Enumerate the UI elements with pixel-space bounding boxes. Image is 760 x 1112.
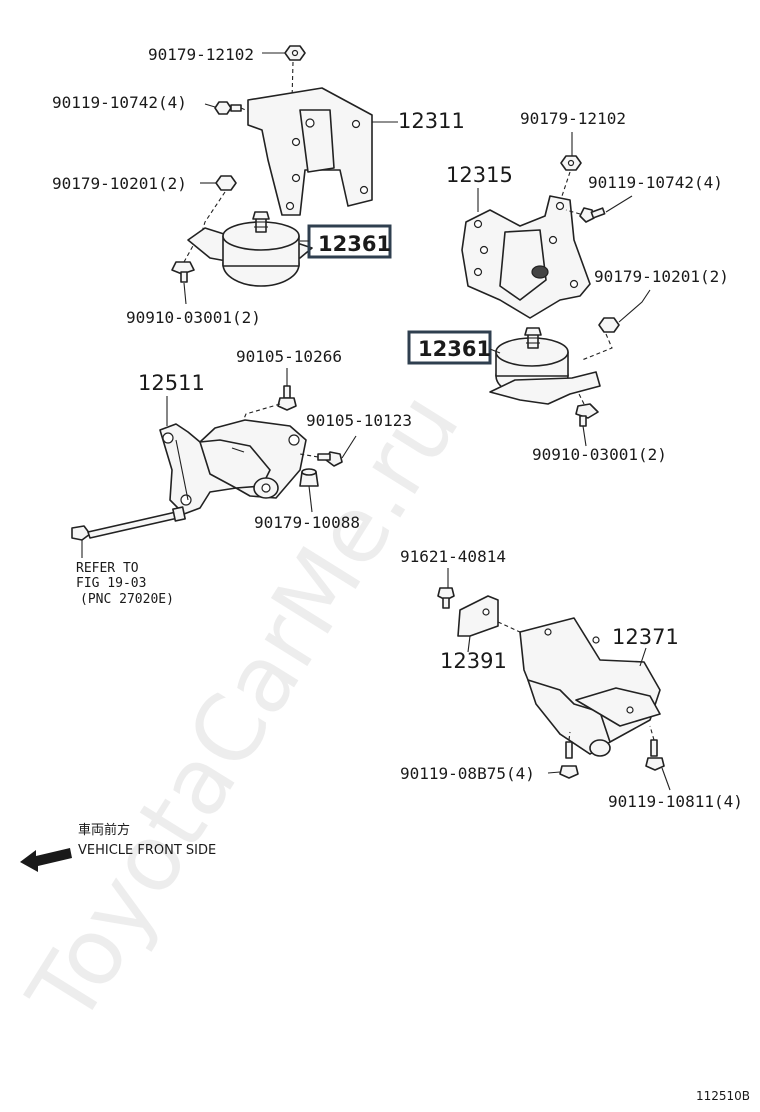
engine-bracket-12511-icon [159,419,307,515]
bolt-90910-03001-a-icon [171,261,195,283]
label-91621-40814: 91621-40814 [400,547,506,566]
label-90910-03001-a: 90910-03001(2) [126,308,261,327]
long-through-bolt-icon [71,506,186,541]
diagram-code: 112510B [696,1089,750,1103]
label-12361-b: 12361 [418,337,491,361]
label-90179-10201-a: 90179-10201(2) [52,174,187,193]
label-12391: 12391 [440,649,507,673]
label-90179-12102-a: 90179-12102 [148,45,254,64]
refer-line-1: REFER TO [76,561,139,576]
label-90179-10088: 90179-10088 [254,513,360,532]
left-down-arrow-icon [20,848,72,872]
label-90179-10201-b: 90179-10201(2) [594,267,729,286]
label-12315: 12315 [446,163,513,187]
label-12361-a: 12361 [318,232,391,256]
nut-90179-10201-b-icon [598,317,620,333]
bolt-90910-03001-b-icon [575,403,599,427]
engine-bracket-12311-icon [247,87,373,216]
highlight-box-12361-b [407,330,492,365]
label-12311: 12311 [398,109,465,133]
label-12511: 12511 [138,371,205,395]
plate-12391-icon [457,595,499,637]
label-90179-12102-b: 90179-12102 [520,109,626,128]
label-90119-10742-b: 90119-10742(4) [588,173,723,192]
label-90910-03001-b: 90910-03001(2) [532,445,667,464]
transmission-support-12371-icon [519,617,661,757]
label-12371: 12371 [612,625,679,649]
label-90119-10742-a: 90119-10742(4) [52,93,187,112]
bolt-91621-40814-icon [437,587,455,609]
nut-90179-12102-a-icon [284,45,306,61]
refer-line-3: (PNC 27020E) [80,592,174,607]
engine-mount-insulator-12361-a-icon [187,211,313,287]
bolt-90105-10123-icon [317,451,343,467]
nut-90179-10088-icon [299,468,319,487]
direction-jp: 車両前方 [78,822,130,838]
bolt-90119-10742-b-icon [579,207,606,223]
refer-line-2: FIG 19-03 [76,576,146,591]
label-90105-10266: 90105-10266 [236,347,342,366]
bolt-90119-08B75-icon [559,741,579,779]
nut-90179-12102-b-icon [560,155,582,171]
label-90119-08B75: 90119-08B75(4) [400,764,535,783]
direction-en: VEHICLE FRONT SIDE [78,843,216,858]
bolt-90119-10811-icon [645,739,665,771]
bolt-90119-10742-a-icon [214,101,242,115]
engine-bracket-12315-icon [461,195,591,319]
nut-90179-10201-a-icon [215,175,237,191]
label-90105-10123: 90105-10123 [306,411,412,430]
label-90119-10811: 90119-10811(4) [608,792,743,811]
engine-mount-insulator-12361-b-icon [489,327,601,405]
bolt-90105-10266-icon [277,385,297,411]
